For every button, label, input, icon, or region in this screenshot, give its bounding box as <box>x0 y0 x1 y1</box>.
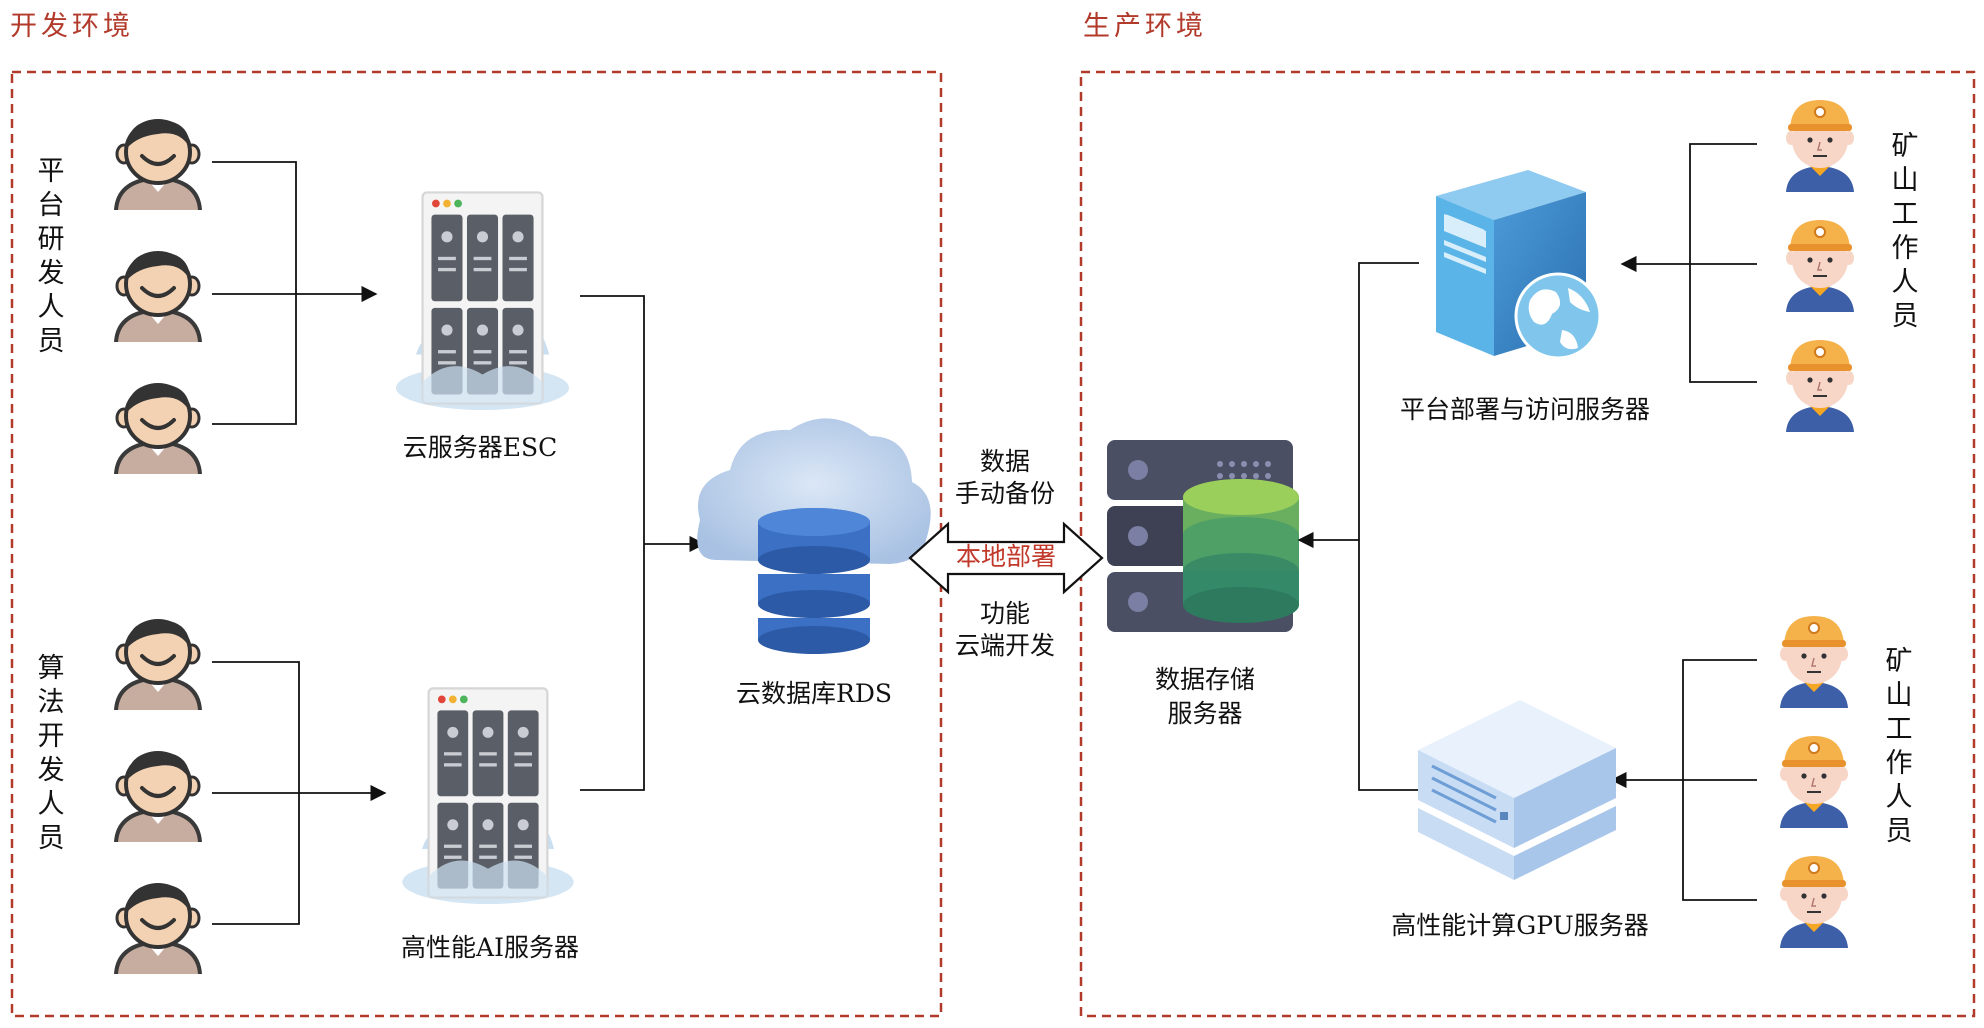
cloud-server-label: 云服务器ESC <box>402 433 558 462</box>
ai-server-icon <box>401 687 575 904</box>
double-arrow <box>908 521 1104 595</box>
developer-icon <box>112 750 204 844</box>
worker-icon <box>1779 615 1849 709</box>
worker-icon <box>1785 219 1855 313</box>
developer-icon <box>112 250 204 344</box>
connector-line <box>212 161 297 425</box>
storage-server-label-line2: 服务器 <box>1167 699 1243 728</box>
developer-icon <box>112 382 204 476</box>
dev-env-title: 开发环境 <box>10 11 134 42</box>
gpu-server-icon <box>1418 700 1616 880</box>
local-deploy-label: 本地部署 <box>955 542 1056 571</box>
cloud-dev-label-line2: 云端开发 <box>954 631 1055 660</box>
worker-icon <box>1779 855 1849 949</box>
backup-label-line2: 手动备份 <box>954 479 1055 508</box>
connector-line <box>1689 143 1757 383</box>
storage-server-icon <box>1107 440 1299 632</box>
developer-icon <box>112 882 204 976</box>
worker-icon <box>1779 735 1849 829</box>
cloud-dev-label-line1: 功能 <box>979 599 1030 628</box>
platform-developers-label: 平台研发人员 <box>37 156 65 357</box>
mine-workers-label-bottom: 矿山工作人员 <box>1885 646 1913 847</box>
ai-server-label: 高性能AI服务器 <box>401 933 579 962</box>
algorithm-developers-label: 算法开发人员 <box>37 653 65 854</box>
mine-workers-label-top: 矿山工作人员 <box>1891 131 1919 332</box>
connector-line <box>1358 262 1419 791</box>
storage-server-label-line1: 数据存储 <box>1154 665 1255 694</box>
developer-icon <box>112 618 204 712</box>
developer-icon <box>112 118 204 212</box>
worker-icon <box>1785 99 1855 193</box>
access-server-label: 平台部署与访问服务器 <box>1399 395 1650 424</box>
prod-env-title: 生产环境 <box>1083 11 1207 42</box>
worker-icon <box>1785 339 1855 433</box>
backup-label-line1: 数据 <box>979 447 1030 476</box>
connector-line <box>580 295 645 791</box>
gpu-server-label: 高性能计算GPU服务器 <box>1391 911 1649 940</box>
cloud-database-icon <box>697 418 931 654</box>
tower-server-icon <box>1436 170 1602 360</box>
cloud-database-label: 云数据库RDS <box>736 679 892 708</box>
cloud-server-icon <box>394 191 571 410</box>
